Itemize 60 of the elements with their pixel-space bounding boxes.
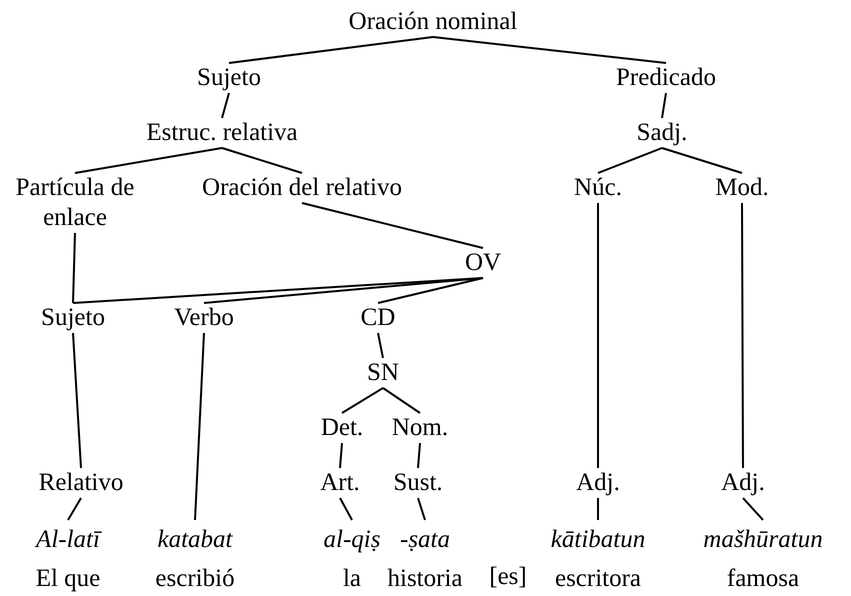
tree-node-label: Oración nominal <box>348 7 518 37</box>
tree-branch-line <box>222 147 302 174</box>
tree-branch-line <box>417 498 426 520</box>
tree-branch-line <box>194 332 205 520</box>
tree-branch-line <box>204 277 484 304</box>
tree-branch-line <box>597 203 599 468</box>
tree-branch-line <box>339 498 353 520</box>
tree-branch-line <box>378 277 484 304</box>
tree-node-label: Sujeto <box>197 63 261 93</box>
tree-node-label: Oración del relativo <box>202 173 402 203</box>
tree-node-label: Estruc. relativa <box>146 118 298 148</box>
gloss-word: famosa <box>726 564 800 594</box>
tree-branch-line <box>417 442 421 468</box>
transliteration-word: kātibatun <box>550 525 646 555</box>
tree-node-label: Det. <box>320 413 364 443</box>
tree-branch-line <box>432 36 666 64</box>
tree-node-label: Núc. <box>574 173 622 203</box>
transliteration-word: katabat <box>156 525 234 555</box>
tree-node-label: Nom. <box>392 413 448 443</box>
tree-node-label: Partícula de enlace <box>14 173 136 233</box>
tree-node-label: CD <box>360 303 396 333</box>
tree-branch-line <box>72 232 76 304</box>
gloss-word: historia <box>388 564 462 594</box>
tree-branch-line <box>67 498 82 520</box>
transliteration-word: al-qiṣ <box>324 525 380 555</box>
gloss-word: escribió <box>155 564 235 594</box>
tree-node-label: SN <box>367 358 399 388</box>
tree-node-label: Mod. <box>715 173 769 203</box>
gloss-word: la <box>342 564 362 594</box>
tree-branch-line <box>72 332 82 468</box>
transliteration-word: mašhūratun <box>703 525 823 555</box>
tree-branch-line <box>228 36 434 64</box>
tree-node-label: Adj. <box>721 468 765 498</box>
tree-branch-line <box>377 332 384 358</box>
tree-branch-line <box>597 498 599 520</box>
gloss-word: El que <box>36 564 100 594</box>
tree-branch-line <box>341 387 384 414</box>
tree-branch-line <box>741 203 744 468</box>
gloss-word: escritora <box>554 564 642 594</box>
tree-node-label: Sadj. <box>636 118 688 148</box>
transliteration-word: Al-latī <box>36 525 100 555</box>
tree-node-label: Adj. <box>576 468 620 498</box>
copula-word: [es] <box>489 562 527 592</box>
tree-node-label: Verbo <box>174 303 234 333</box>
tree-branch-line <box>74 147 222 174</box>
tree-branch-line <box>302 202 484 249</box>
tree-node-label: OV <box>464 248 502 278</box>
tree-branch-line <box>661 92 667 118</box>
transliteration-word: -ṣata <box>399 525 451 555</box>
tree-node-label: Relativo <box>38 468 124 498</box>
tree-branch-line <box>598 147 662 174</box>
tree-branch-line <box>382 387 421 414</box>
tree-branch-line <box>662 147 742 174</box>
tree-node-label: Art. <box>320 468 360 498</box>
tree-branch-line <box>339 442 343 468</box>
tree-node-label: Sujeto <box>41 303 105 333</box>
tree-branch-line <box>742 497 764 521</box>
tree-node-label: Sust. <box>393 468 443 498</box>
tree-node-label: Predicado <box>616 63 716 93</box>
tree-branch-line <box>221 92 230 118</box>
